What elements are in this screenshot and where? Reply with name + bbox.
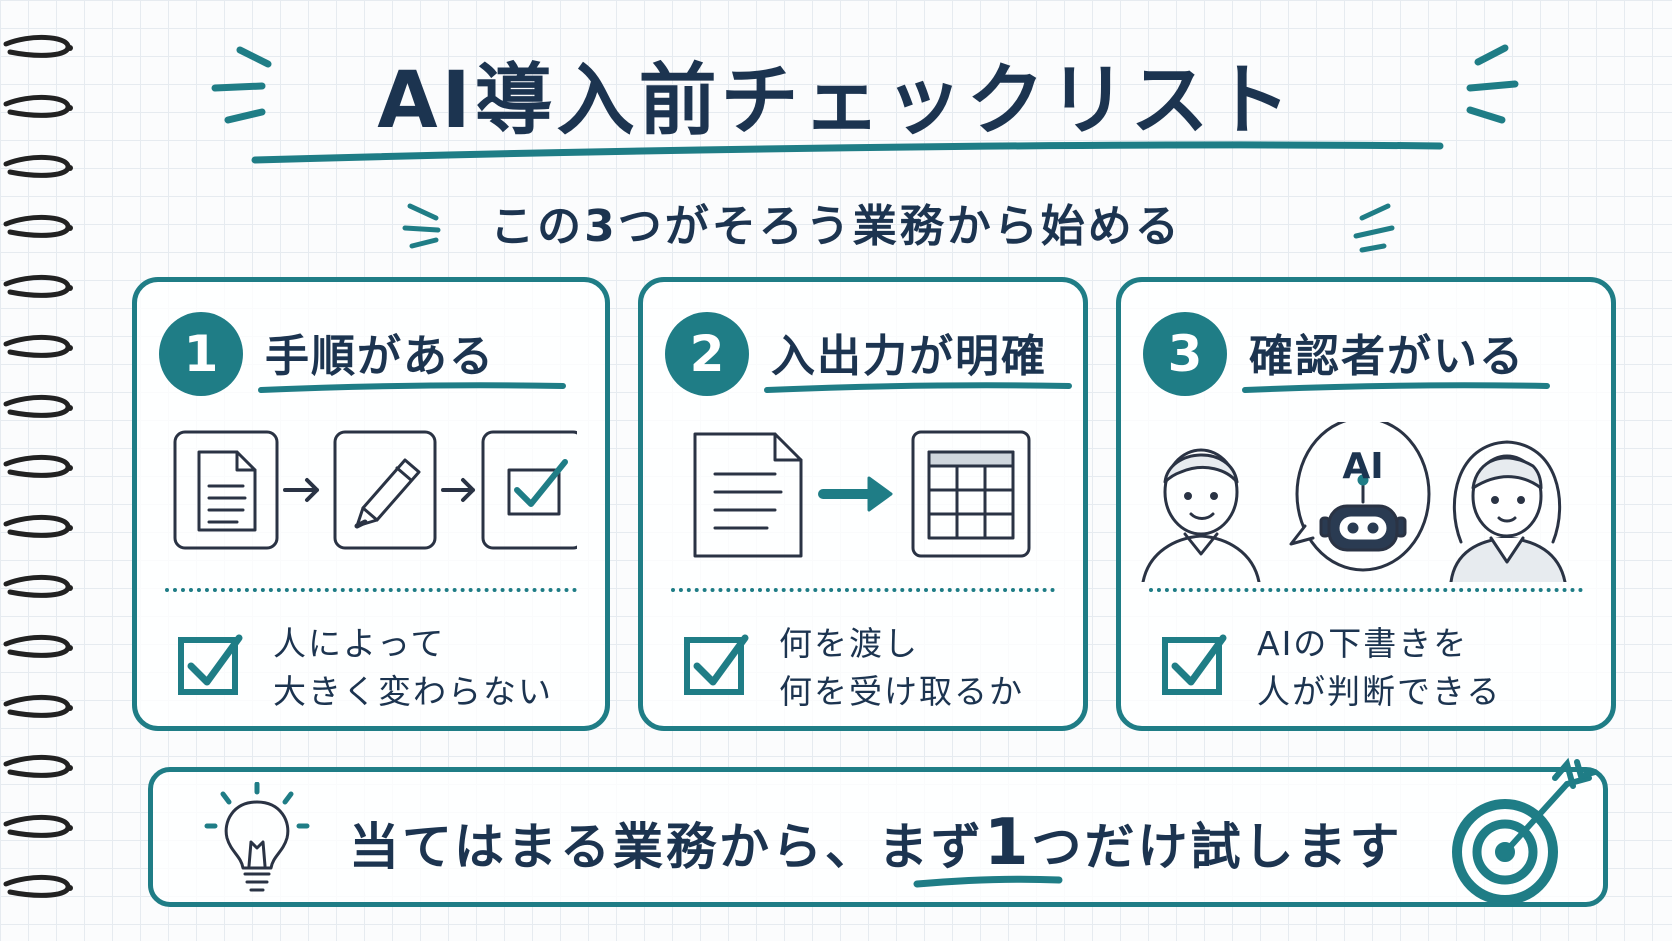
step-box (481, 430, 577, 550)
notebook-spiral (3, 34, 73, 898)
spiral-hole (67, 105, 73, 111)
title-decorations (211, 44, 1519, 253)
checklist-card-1: 1 手順がある 人によって 大きく変わらない (132, 277, 610, 731)
spiral-ring (3, 814, 71, 838)
card-number: 3 (1143, 312, 1227, 396)
title-underline (258, 382, 566, 393)
step-box (173, 430, 279, 550)
spiral-ring (3, 634, 71, 658)
check-icon (1162, 634, 1227, 695)
card-number: 1 (159, 312, 243, 396)
spiral-ring (3, 394, 71, 418)
spiral-hole (67, 645, 73, 651)
spiral-hole (67, 885, 73, 891)
spiral-ring (3, 334, 71, 358)
check-icon (684, 634, 749, 695)
divider (1149, 588, 1583, 592)
reviewer-illustration: AI (1141, 422, 1567, 582)
spiral-hole (67, 465, 73, 471)
spiral-ring (3, 514, 71, 538)
checklist-card-2: 2 入出力が明確 何を渡し 何を受け取るか (638, 277, 1088, 731)
highlight-underline (913, 875, 1063, 888)
page-subtitle: この3つがそろう業務から始める (490, 201, 1182, 252)
spiral-hole (67, 285, 73, 291)
bottom-banner: 当てはまる業務から、まず1つだけ試します (148, 757, 1608, 907)
card-description: 何を渡し 何を受け取るか (779, 624, 1024, 711)
divider (165, 588, 577, 592)
step-box (333, 430, 437, 550)
title-underline (1242, 382, 1550, 393)
target-icon (1452, 757, 1598, 905)
highlight-number: 1 (984, 806, 1032, 880)
man-icon (1141, 448, 1261, 582)
title-underline (764, 382, 1072, 393)
arrow-right-icon (818, 476, 893, 512)
page-title: AI導入前チェックリスト (377, 56, 1295, 146)
input-output-illustration (693, 430, 1031, 558)
divider (671, 588, 1055, 592)
spiral-hole (67, 765, 73, 771)
ai-label: AI (1342, 446, 1383, 487)
card-title: 手順がある (265, 331, 495, 382)
card-title: 確認者がいる (1249, 331, 1525, 382)
card-description: 人によって 大きく変わらない (273, 624, 553, 711)
card-number: 2 (665, 312, 749, 396)
spiral-hole (67, 825, 73, 831)
spiral-ring (3, 454, 71, 478)
spiral-ring (3, 574, 71, 598)
document-icon (693, 432, 803, 558)
pencil-icon (354, 458, 421, 529)
card-description: AIの下書きを 人が判断できる (1257, 624, 1502, 711)
spiral-hole (67, 585, 73, 591)
arrow-right-icon (441, 478, 475, 502)
checkbox-icon (507, 459, 568, 516)
spiral-hole (67, 705, 73, 711)
spiral-ring (3, 874, 71, 898)
process-illustration (173, 430, 577, 550)
spiral-hole (67, 405, 73, 411)
robot-icon (1289, 422, 1431, 572)
spiral-ring (3, 694, 71, 718)
spiral-hole (67, 345, 73, 351)
card-title: 入出力が明確 (771, 331, 1047, 382)
spiral-hole (67, 525, 73, 531)
lightbulb-icon (204, 782, 310, 892)
table-icon (911, 430, 1031, 558)
spiral-ring (3, 754, 71, 778)
spiral-hole (67, 45, 73, 51)
spiral-hole (67, 225, 73, 231)
arrow-right-icon (283, 478, 319, 502)
document-icon (197, 450, 257, 532)
checklist-card-3: 3 確認者がいる (1116, 277, 1616, 731)
check-icon (178, 634, 243, 695)
spiral-hole (67, 165, 73, 171)
woman-icon (1449, 440, 1567, 582)
bottom-message: 当てはまる業務から、まず1つだけ試します (349, 806, 1403, 880)
spiral-ring (3, 274, 71, 298)
